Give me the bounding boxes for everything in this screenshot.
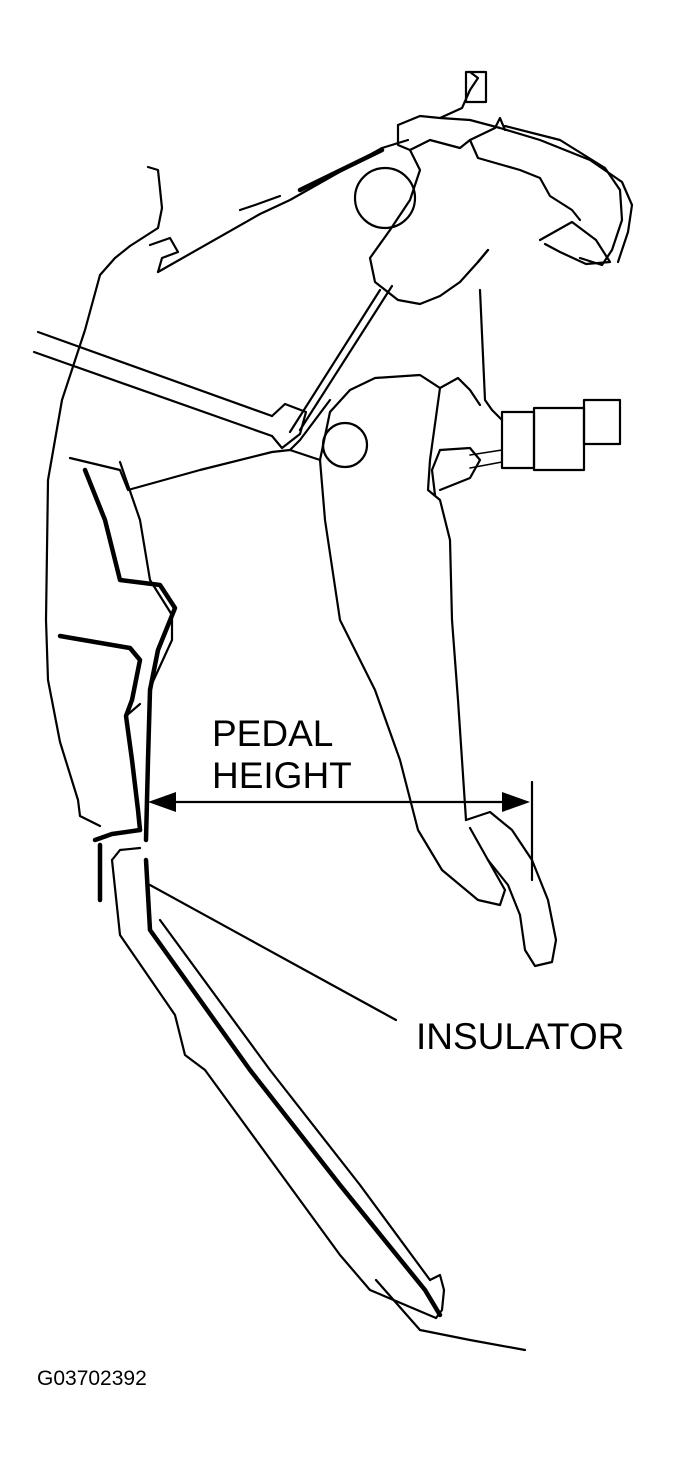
pedal-height-label: PEDAL HEIGHT <box>212 713 352 797</box>
pivot-bracket <box>368 70 634 306</box>
upper-pivot-circle <box>353 166 417 230</box>
stop-switch <box>430 288 622 497</box>
pedal-height-label-line1: PEDAL <box>212 713 334 754</box>
pedal-height-label-line2: HEIGHT <box>212 755 352 796</box>
floor-insulator <box>110 846 527 1352</box>
insulator-label: INSULATOR <box>416 1016 625 1057</box>
pedal-height-arrow <box>148 780 534 882</box>
lower-pivot-circle <box>321 421 369 469</box>
pedal-pad <box>464 810 558 968</box>
insulator-leader-line <box>148 883 398 1022</box>
figure-id: G03702392 <box>37 1367 147 1390</box>
pedal-arm <box>68 373 507 907</box>
dash-panel <box>57 460 178 903</box>
connecting-rod <box>32 284 394 450</box>
